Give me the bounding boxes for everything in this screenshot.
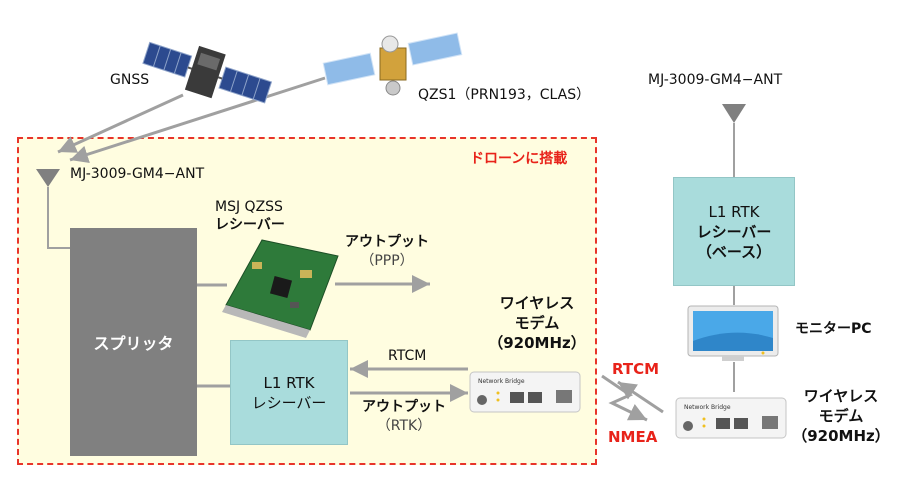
drone-label: ドローンに搭載 [470,151,568,167]
qzs-satellite-icon [322,32,463,96]
drone-modem-line1: ワイヤレス [499,294,575,312]
drone-antenna-icon [36,169,60,187]
base-modem-brand: Network Bridge [684,404,731,411]
antenna-cable [47,187,70,249]
base-modem-label: ワイヤレス モデム （920MHz） [785,386,897,446]
base-antenna-icon [722,104,746,123]
base-l1-rtk-line3: （ベース） [696,242,772,261]
msj-receiver-board-icon [222,239,339,338]
output-ppp-line1: アウトプット [345,234,429,250]
base-antenna-label: MJ-3009-GM4−ANT [648,72,783,88]
base-l1-rtk-line2: レシーバー [696,222,772,241]
splitter-label: スプリッタ [93,334,174,353]
base-modem-line2: モデム [818,407,864,425]
msj-receiver-line1: MSJ QZSS [215,199,283,215]
drone-l1-rtk-box: L1 RTK レシーバー [230,340,348,445]
drone-antenna-label: MJ-3009-GM4−ANT [70,166,205,182]
link-nmea-label: NMEA [608,428,658,446]
drone-modem-line3: （920MHz） [488,334,586,352]
drone-modem-line2: モデム [514,314,560,332]
base-modem-icon [675,397,787,439]
drone-rtcm-label: RTCM [388,348,427,364]
msj-receiver-line2: レシーバー [215,217,285,233]
qzs-label: QZS1（PRN193，CLAS） [418,87,591,103]
output-ppp-label: アウトプット （PPP） [345,233,429,271]
output-ppp-line2: （PPP） [360,253,414,269]
gnss-satellite-icon [142,41,273,104]
output-rtk-label: アウトプット （RTK） [362,398,446,436]
output-rtk-line1: アウトプット [362,399,446,415]
drone-modem-brand: Network Bridge [478,378,525,385]
splitter-box: スプリッタ [70,228,197,456]
monitor-pc-icon [687,305,779,361]
monitor-pc-label: モニターPC [795,321,872,337]
output-rtk-line2: （RTK） [376,418,432,434]
qzs-signal-line [69,76,326,164]
drone-l1-rtk-line2: レシーバー [251,393,327,412]
drone-l1-rtk-line1: L1 RTK [263,373,315,392]
drone-modem-icon [469,371,581,413]
gnss-label: GNSS [110,72,150,88]
base-l1-rtk-box: L1 RTK レシーバー （ベース） [673,177,795,286]
base-l1-rtk-line1: L1 RTK [708,202,760,221]
link-rtcm-label: RTCM [612,360,660,378]
drone-modem-label: ワイヤレス モデム （920MHz） [482,293,592,353]
gnss-signal-line [57,93,184,154]
base-modem-line3: （920MHz） [792,427,890,445]
msj-receiver-label: MSJ QZSS レシーバー [215,198,285,234]
base-modem-line1: ワイヤレス [803,387,879,405]
